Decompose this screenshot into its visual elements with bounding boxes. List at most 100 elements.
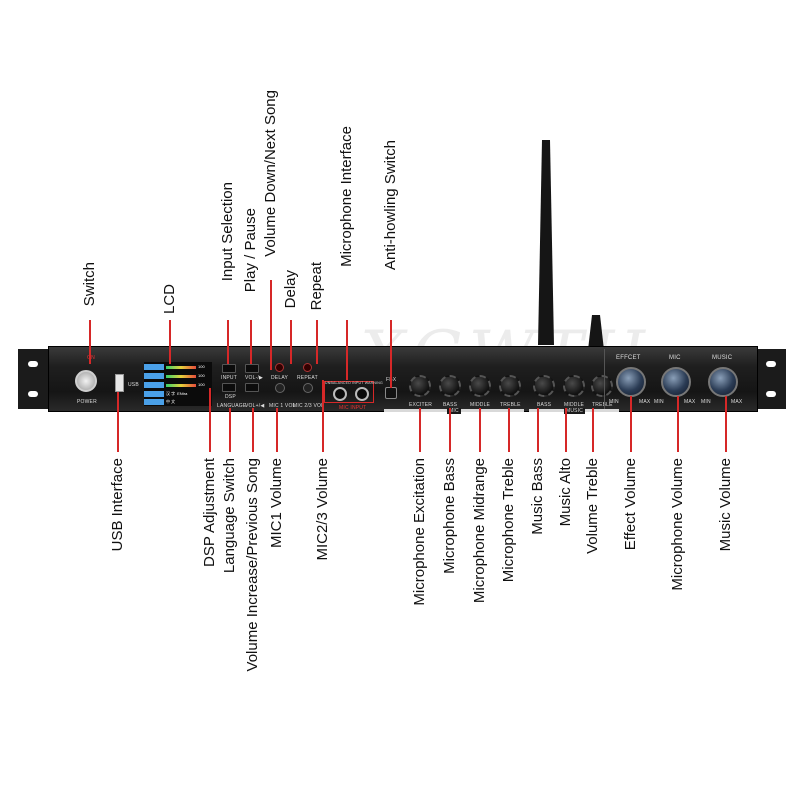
mic-input-warning: UNBALANCED INPUT WARNING bbox=[325, 381, 383, 385]
music-middle-knob[interactable] bbox=[563, 375, 585, 397]
mic23-vol-label: MIC 2/3 VOL bbox=[293, 403, 325, 409]
delay-button[interactable] bbox=[275, 363, 284, 372]
label-delay: Delay bbox=[282, 270, 299, 309]
usb-port[interactable] bbox=[115, 374, 124, 392]
label-microphone-interface: Microphone Interface bbox=[338, 126, 355, 267]
leader-switch bbox=[89, 320, 91, 364]
input-button[interactable] bbox=[222, 364, 236, 373]
mic-middle-knob[interactable] bbox=[469, 375, 491, 397]
mic-treble-knob[interactable] bbox=[499, 375, 521, 397]
leader-mic-midrange bbox=[479, 408, 481, 452]
lcd-mode: ENtra bbox=[177, 391, 188, 396]
label-volume-increase-prev: Volume Increase/Previous Song bbox=[244, 458, 261, 672]
lcd-language-1: 汉 字 bbox=[166, 391, 176, 396]
mic-label: MIC bbox=[669, 355, 681, 361]
effect-min-label: MIN bbox=[609, 399, 619, 405]
repeat-label: REPEAT bbox=[297, 375, 318, 381]
vol-plus-label: VOL+/◀ bbox=[245, 403, 265, 409]
effect-label: EFFCET bbox=[616, 355, 641, 361]
rack-ear-left bbox=[18, 349, 48, 409]
music-bass-label: BASS bbox=[537, 402, 552, 408]
leader-usb bbox=[117, 392, 119, 452]
label-play-pause: Play / Pause bbox=[242, 208, 259, 293]
leader-delay bbox=[290, 320, 292, 364]
music-treble-label: TREBLE bbox=[592, 402, 613, 408]
label-volume-down-next: Volume Down/Next Song bbox=[262, 90, 279, 257]
leader-effect-volume bbox=[630, 396, 632, 452]
leader-music-volume bbox=[725, 396, 727, 452]
mic-jack-1[interactable] bbox=[333, 387, 347, 401]
label-music-bass: Music Bass bbox=[529, 458, 546, 535]
mic-min-label: MIN bbox=[654, 399, 664, 405]
leader-mic-bass bbox=[449, 408, 451, 452]
mic-volume-knob[interactable] bbox=[661, 367, 691, 397]
music-treble-knob[interactable] bbox=[591, 375, 613, 397]
dsp-button[interactable] bbox=[222, 383, 236, 392]
mic-bass-label: BASS bbox=[443, 402, 458, 408]
mic-max-label: MAX bbox=[684, 399, 696, 405]
exciter-label: EXCITER bbox=[409, 402, 433, 408]
music-volume-knob[interactable] bbox=[708, 367, 738, 397]
label-language-switch: Language Switch bbox=[221, 458, 238, 574]
lcd-level-3: 100 bbox=[198, 382, 205, 387]
effect-volume-knob[interactable] bbox=[616, 367, 646, 397]
leader-microphone-volume bbox=[677, 396, 679, 452]
label-mic1-volume: MIC1 Volume bbox=[268, 458, 285, 549]
label-effect-volume: Effect Volume bbox=[622, 458, 639, 551]
label-mic-excitation: Microphone Excitation bbox=[411, 458, 428, 606]
leader-dsp bbox=[209, 388, 211, 452]
label-microphone-volume: Microphone Volume bbox=[669, 458, 686, 591]
power-button[interactable] bbox=[75, 370, 97, 392]
label-mic-treble: Microphone Treble bbox=[500, 458, 517, 583]
mic1-vol-label: MIC 1 VOL bbox=[269, 403, 296, 409]
label-music-volume: Music Volume bbox=[717, 458, 734, 552]
music-label: MUSIC bbox=[712, 355, 733, 361]
usb-label: USB bbox=[128, 382, 139, 388]
leader-music-alto bbox=[565, 408, 567, 452]
leader-anti-howling bbox=[390, 320, 392, 388]
right-section-divider bbox=[604, 349, 605, 409]
mic-bass-knob[interactable] bbox=[439, 375, 461, 397]
label-usb-interface: USB Interface bbox=[109, 458, 126, 552]
label-dsp-adjustment: DSP Adjustment bbox=[201, 458, 218, 567]
music-group-label: MUSIC bbox=[564, 408, 586, 414]
mic1-volume-knob[interactable] bbox=[275, 383, 285, 393]
leader-volume-treble bbox=[592, 408, 594, 452]
mic-group-label: MIC bbox=[447, 408, 461, 414]
mic-input-box bbox=[324, 381, 374, 403]
leader-lcd bbox=[169, 320, 171, 364]
label-switch: Switch bbox=[81, 262, 98, 307]
mic-jack-2[interactable] bbox=[355, 387, 369, 401]
music-middle-label: MIDDLE bbox=[564, 402, 585, 408]
music-bass-knob[interactable] bbox=[533, 375, 555, 397]
label-anti-howling: Anti-howling Switch bbox=[382, 140, 399, 271]
leader-volume-down-next bbox=[270, 280, 272, 370]
effect-max-label: MAX bbox=[639, 399, 651, 405]
leader-mic-excitation bbox=[419, 408, 421, 452]
leader-mic1 bbox=[276, 408, 278, 452]
lcd-level-1: 100 bbox=[198, 364, 205, 369]
music-min-label: MIN bbox=[701, 399, 711, 405]
leader-mic-treble bbox=[508, 408, 510, 452]
leader-music-bass bbox=[537, 408, 539, 452]
mic-exciter-knob[interactable] bbox=[409, 375, 431, 397]
leader-play-pause bbox=[250, 320, 252, 364]
label-volume-treble: Volume Treble bbox=[584, 458, 601, 554]
language-button-label: LANGUAGE bbox=[217, 403, 247, 409]
antenna-tall bbox=[538, 140, 554, 345]
vol-plus-button[interactable] bbox=[245, 383, 259, 392]
anti-howling-button[interactable] bbox=[385, 387, 397, 399]
repeat-button[interactable] bbox=[303, 363, 312, 372]
play-pause-button[interactable] bbox=[245, 364, 259, 373]
mic23-volume-knob[interactable] bbox=[303, 383, 313, 393]
input-button-label: INPUT bbox=[221, 375, 237, 381]
music-max-label: MAX bbox=[731, 399, 743, 405]
label-mic-bass: Microphone Bass bbox=[441, 458, 458, 574]
delay-label: DELAY bbox=[271, 375, 289, 381]
label-input-selection: Input Selection bbox=[219, 182, 236, 282]
lcd-level-2: 100 bbox=[198, 373, 205, 378]
leader-language bbox=[229, 408, 231, 452]
label-mic-midrange: Microphone Midrange bbox=[471, 458, 488, 604]
